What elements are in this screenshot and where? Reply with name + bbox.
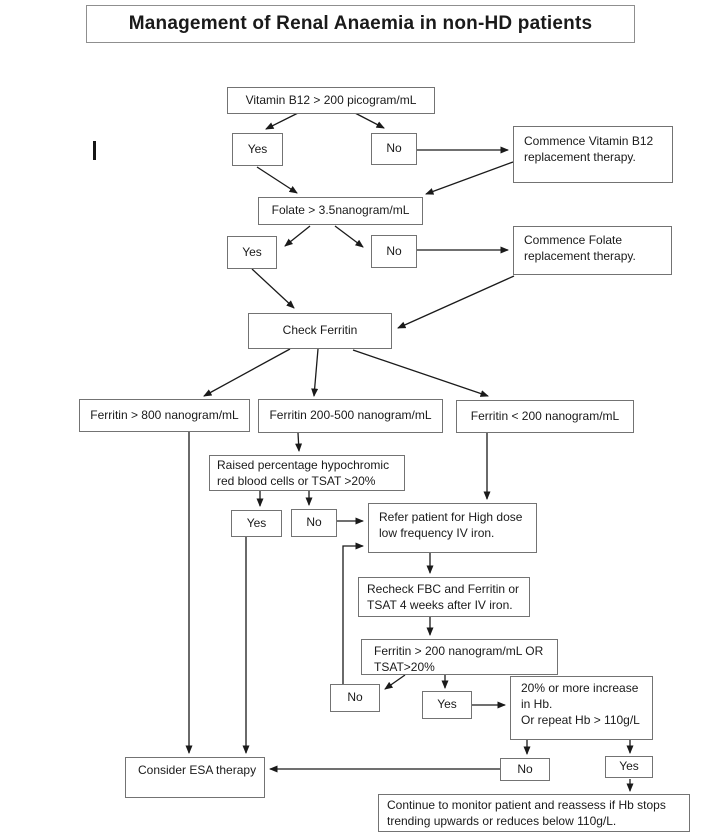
node-ferritin-recheck-no: No <box>330 684 380 712</box>
node-folate: Folate > 3.5nanogram/mL <box>258 197 423 225</box>
node-hb-increase-yes: Yes <box>605 756 653 778</box>
node-folate-yes: Yes <box>227 236 277 269</box>
node-check-ferritin: Check Ferritin <box>248 313 392 349</box>
node-ferritin-low: Ferritin < 200 nanogram/mL <box>456 400 634 433</box>
node-recheck: Recheck FBC and Ferritin or TSAT 4 weeks… <box>358 577 530 617</box>
node-refer-iv-iron: Refer patient for High dose low frequenc… <box>368 503 537 553</box>
node-hb-increase-no: No <box>500 758 550 781</box>
text-cursor-artifact <box>93 141 96 160</box>
node-commence-folate: Commence Folate replacement therapy. <box>513 226 672 275</box>
node-vitamin-b12-yes: Yes <box>232 133 283 166</box>
node-ferritin-mid: Ferritin 200-500 nanogram/mL <box>258 399 443 433</box>
node-monitor: Continue to monitor patient and reassess… <box>378 794 690 832</box>
node-vitamin-b12-no: No <box>371 133 417 165</box>
page-title: Management of Renal Anaemia in non-HD pa… <box>86 5 635 43</box>
node-commence-b12: Commence Vitamin B12 replacement therapy… <box>513 126 673 183</box>
node-ferritin-recheck-yes: Yes <box>422 691 472 719</box>
node-hypochromic: Raised percentage hypochromic red blood … <box>209 455 405 491</box>
node-ferritin-recheck: Ferritin > 200 nanogram/mL OR TSAT>20% <box>361 639 558 675</box>
node-consider-esa: Consider ESA therapy <box>125 757 265 798</box>
node-hypochromic-yes: Yes <box>231 510 282 537</box>
node-ferritin-high: Ferritin > 800 nanogram/mL <box>79 399 250 432</box>
node-folate-no: No <box>371 235 417 268</box>
node-hb-increase: 20% or more increase in Hb. Or repeat Hb… <box>510 676 653 740</box>
node-vitamin-b12: Vitamin B12 > 200 picogram/mL <box>227 87 435 114</box>
node-hypochromic-no: No <box>291 509 337 537</box>
